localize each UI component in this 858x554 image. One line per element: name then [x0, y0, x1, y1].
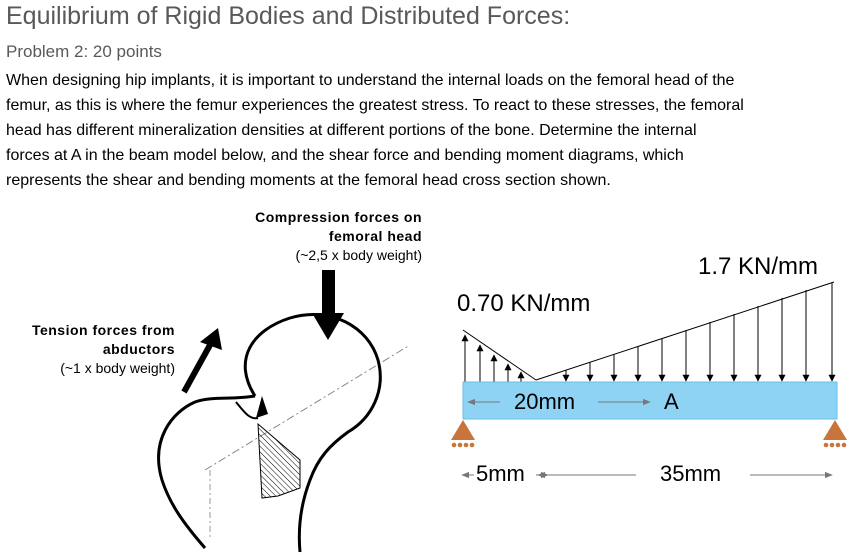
right-load-boundary [535, 281, 835, 381]
femoral-head-outline [243, 313, 382, 553]
greater-trochanter-outline [157, 394, 256, 549]
dim-5mm-label: 5mm [476, 461, 525, 486]
left-pin-support [451, 420, 475, 448]
tension-line-1: Tension forces from [31, 322, 175, 338]
dim-20mm-label: 20mm [514, 389, 576, 414]
statement-line: forces at A in the beam model below, and… [6, 147, 684, 164]
cross-section-hatch [257, 422, 301, 499]
compression-arrow [312, 270, 344, 340]
statement-line: represents the shear and bending moments… [6, 172, 611, 189]
compression-line-3: (~2,5 x body weight) [295, 247, 422, 263]
upward-load-arrows [461, 334, 525, 382]
tension-label: Tension forces from abductors (~1 x body… [32, 321, 175, 378]
left-load-label: 0.70 KN/mm [457, 290, 591, 317]
downward-load-arrows [562, 283, 836, 382]
problem-statement: When designing hip implants, it is impor… [6, 68, 846, 193]
point-a-label: A [664, 389, 679, 414]
left-load-boundary [462, 329, 537, 381]
problem-heading: Problem 2: 20 points [6, 42, 162, 61]
right-load-label: 1.7 KN/mm [698, 253, 819, 280]
tension-arrow [181, 328, 222, 394]
statement-line: femur, as this is where the femur experi… [6, 97, 744, 114]
dim-35mm-label: 35mm [660, 461, 722, 486]
femur-drawing [157, 313, 411, 553]
page-title: Equilibrium of Rigid Bodies and Distribu… [6, 2, 571, 30]
statement-line: head has different mineralization densit… [6, 122, 697, 139]
tension-line-2: abductors [102, 341, 175, 357]
compression-line-1: Compression forces on [255, 209, 422, 225]
beam-model [451, 281, 847, 479]
statement-line: When designing hip implants, it is impor… [6, 72, 735, 89]
compression-line-2: femoral head [328, 228, 422, 244]
right-roller-support [823, 420, 847, 448]
compression-label: Compression forces on femoral head (~2,5… [255, 208, 422, 265]
tension-line-3: (~1 x body weight) [60, 360, 175, 376]
